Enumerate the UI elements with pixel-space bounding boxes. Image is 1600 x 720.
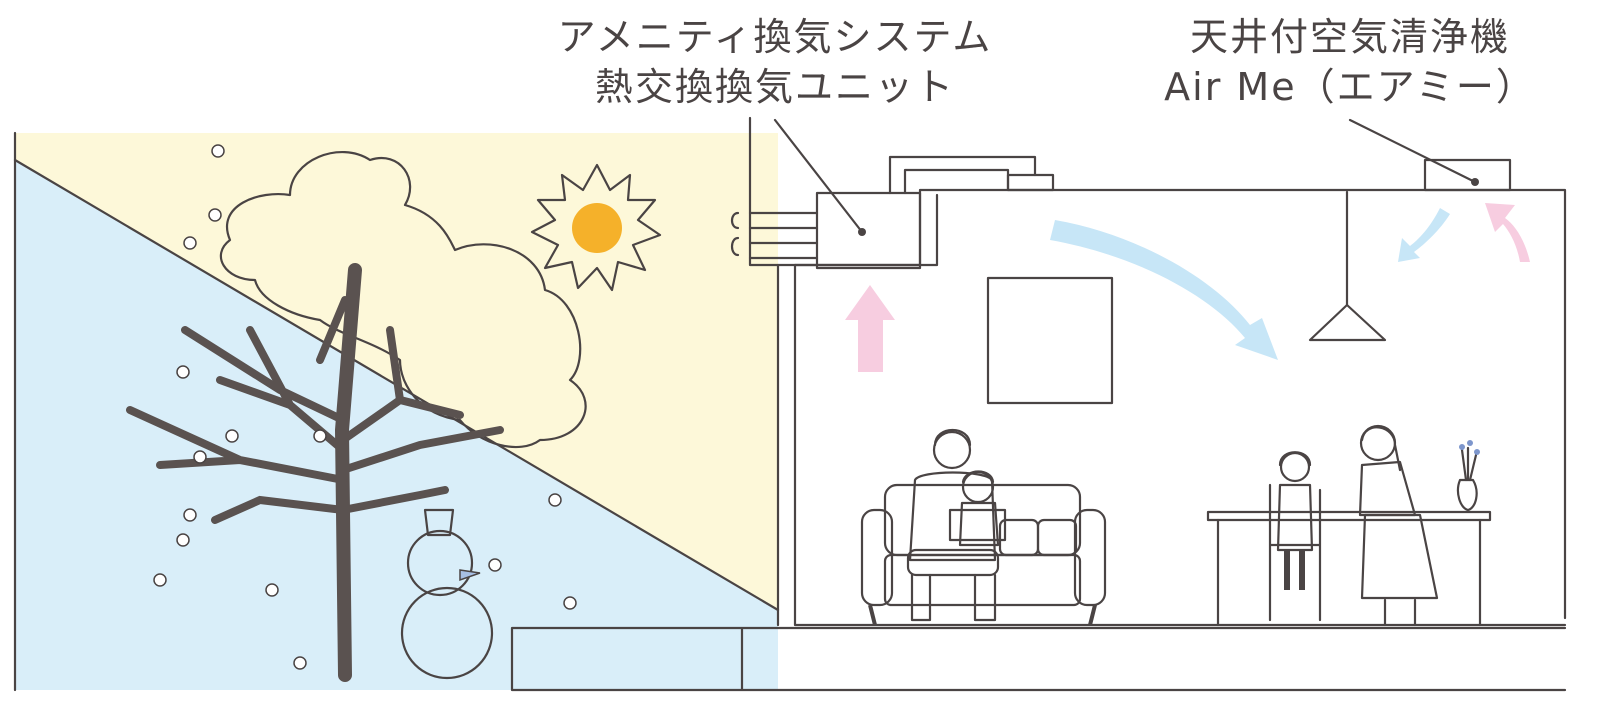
snowflakes bbox=[153, 144, 577, 670]
air-purifier-type: 天井付空気清浄機 bbox=[1189, 15, 1510, 59]
ventilation-system-name: アメニティ換気システム bbox=[557, 15, 993, 59]
pendant-lamp bbox=[1308, 190, 1387, 342]
fresh-air-arrow-icon bbox=[845, 203, 1530, 372]
air-purifier-label: 天井付空気清浄機 Air Me（エアミー） bbox=[1150, 12, 1550, 112]
sofa-family bbox=[860, 429, 1107, 626]
snowman bbox=[400, 508, 494, 680]
bare-tree bbox=[126, 263, 504, 682]
dining-table-family bbox=[1206, 424, 1492, 627]
sun-icon bbox=[530, 163, 662, 292]
air-purifier-name: Air Me（エアミー） bbox=[1164, 65, 1536, 109]
tree-foliage bbox=[219, 151, 587, 449]
clean-air-arrow-icon bbox=[1050, 208, 1450, 360]
ventilation-unit-name: 熱交換換気ユニット bbox=[594, 65, 955, 109]
ventilation-unit-label: アメニティ換気システム 熱交換換気ユニット bbox=[520, 12, 1030, 112]
heat-exchange-ventilation-unit bbox=[773, 118, 922, 270]
ceiling-air-purifier bbox=[1348, 118, 1512, 192]
picture-frame bbox=[986, 276, 1114, 405]
